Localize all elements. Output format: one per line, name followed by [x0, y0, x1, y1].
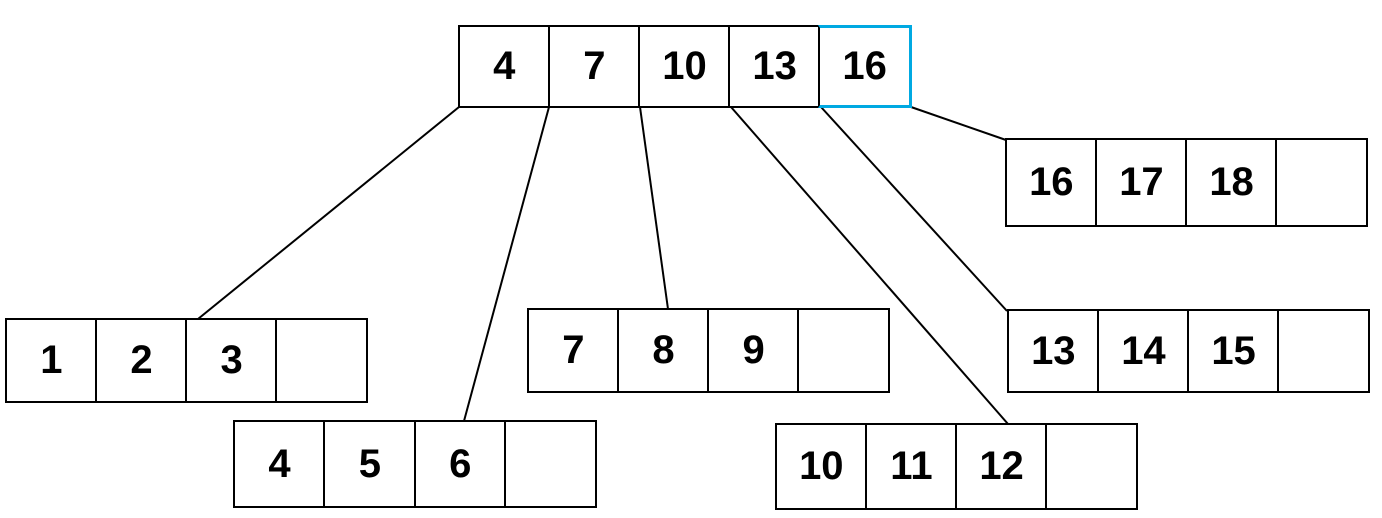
leaf-cell: 8	[617, 308, 710, 393]
leaf-cell: 12	[955, 423, 1048, 510]
leaf-cell: 3	[185, 318, 278, 403]
leaf-cell-empty	[1045, 423, 1138, 510]
root-node: 4 7 10 13 16	[458, 25, 912, 108]
root-cell: 7	[548, 25, 641, 108]
leaf-cell: 7	[527, 308, 620, 393]
leaf-node-10-11-12: 10 11 12	[775, 423, 1138, 510]
leaf-cell: 10	[775, 423, 868, 510]
leaf-cell: 2	[95, 318, 188, 403]
root-cell: 4	[458, 25, 551, 108]
leaf-cell: 5	[323, 420, 417, 508]
edge-root-to-leaf-1-2-3	[197, 106, 460, 320]
leaf-cell: 14	[1097, 309, 1190, 393]
leaf-node-4-5-6: 4 5 6	[233, 420, 597, 508]
root-cell-highlighted: 16	[818, 25, 912, 108]
leaf-cell: 17	[1095, 138, 1188, 227]
leaf-node-16-17-18: 16 17 18	[1005, 138, 1368, 227]
leaf-node-1-2-3: 1 2 3	[5, 318, 368, 403]
edge-root-to-leaf-7-8-9	[639, 106, 669, 310]
leaf-cell-empty	[1277, 309, 1370, 393]
leaf-cell-empty	[1275, 138, 1368, 227]
leaf-cell-empty	[797, 308, 890, 393]
root-cell: 13	[728, 25, 821, 108]
root-cell: 10	[638, 25, 731, 108]
edge-root-to-leaf-4-5-6	[463, 106, 550, 422]
leaf-cell: 16	[1005, 138, 1098, 227]
leaf-cell: 6	[413, 420, 507, 508]
edge-root-to-leaf-13-14-15	[820, 106, 1008, 312]
leaf-cell-empty	[504, 420, 597, 508]
edge-root-to-leaf-16-17-18	[910, 106, 1007, 141]
leaf-cell: 4	[233, 420, 326, 508]
leaf-node-7-8-9: 7 8 9	[527, 308, 890, 393]
leaf-cell: 11	[865, 423, 958, 510]
leaf-cell: 13	[1007, 309, 1100, 393]
leaf-cell: 9	[707, 308, 800, 393]
edge-root-to-leaf-10-11-12	[730, 106, 1009, 425]
leaf-cell: 1	[5, 318, 98, 403]
leaf-node-13-14-15: 13 14 15	[1007, 309, 1370, 393]
leaf-cell: 15	[1187, 309, 1280, 393]
leaf-cell-empty	[275, 318, 368, 403]
leaf-cell: 18	[1185, 138, 1278, 227]
